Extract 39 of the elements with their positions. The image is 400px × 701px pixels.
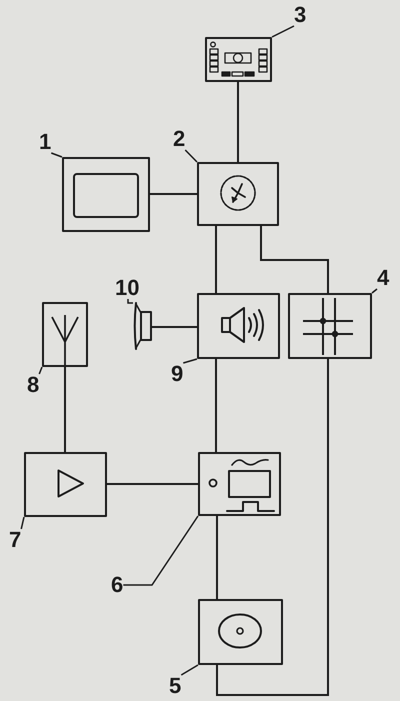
connector-line [216, 516, 218, 599]
leader-line [38, 366, 43, 374]
callout-number: 3 [294, 4, 306, 26]
leader-line [183, 358, 198, 364]
callout-number: 4 [377, 267, 390, 289]
junction-box [288, 293, 372, 359]
connector-line [152, 326, 197, 328]
leader-line [20, 516, 25, 530]
amplifier-box [24, 452, 107, 517]
callout-number: 8 [27, 374, 40, 396]
loudspeaker-icon [133, 302, 152, 350]
tv-tuner-box [198, 452, 281, 516]
leader-line [123, 516, 199, 586]
antenna-box [42, 302, 88, 367]
callout-number: 5 [169, 675, 182, 697]
monitor-box [62, 157, 150, 232]
callout-number: 1 [39, 131, 52, 153]
leader-line [180, 664, 198, 676]
connector-line [150, 193, 197, 195]
connector-line [64, 367, 66, 452]
speaker-box [197, 293, 280, 359]
leader-line [184, 149, 198, 163]
connector-line [260, 226, 329, 293]
callout-number: 9 [171, 363, 184, 385]
connector-line [215, 359, 217, 452]
control-unit-box [197, 162, 279, 226]
connector-line [107, 483, 198, 485]
leader-line [372, 288, 378, 294]
callout-number: 6 [111, 574, 124, 596]
leader-line [127, 299, 133, 304]
leader-line [50, 152, 62, 158]
connector-line [237, 82, 239, 162]
callout-number: 7 [9, 529, 22, 551]
leader-line [272, 25, 294, 38]
connector-line [216, 359, 329, 696]
connector-line [215, 226, 217, 293]
callout-number: 10 [115, 277, 140, 299]
callout-number: 2 [173, 128, 186, 150]
disc-player-box [198, 599, 283, 665]
